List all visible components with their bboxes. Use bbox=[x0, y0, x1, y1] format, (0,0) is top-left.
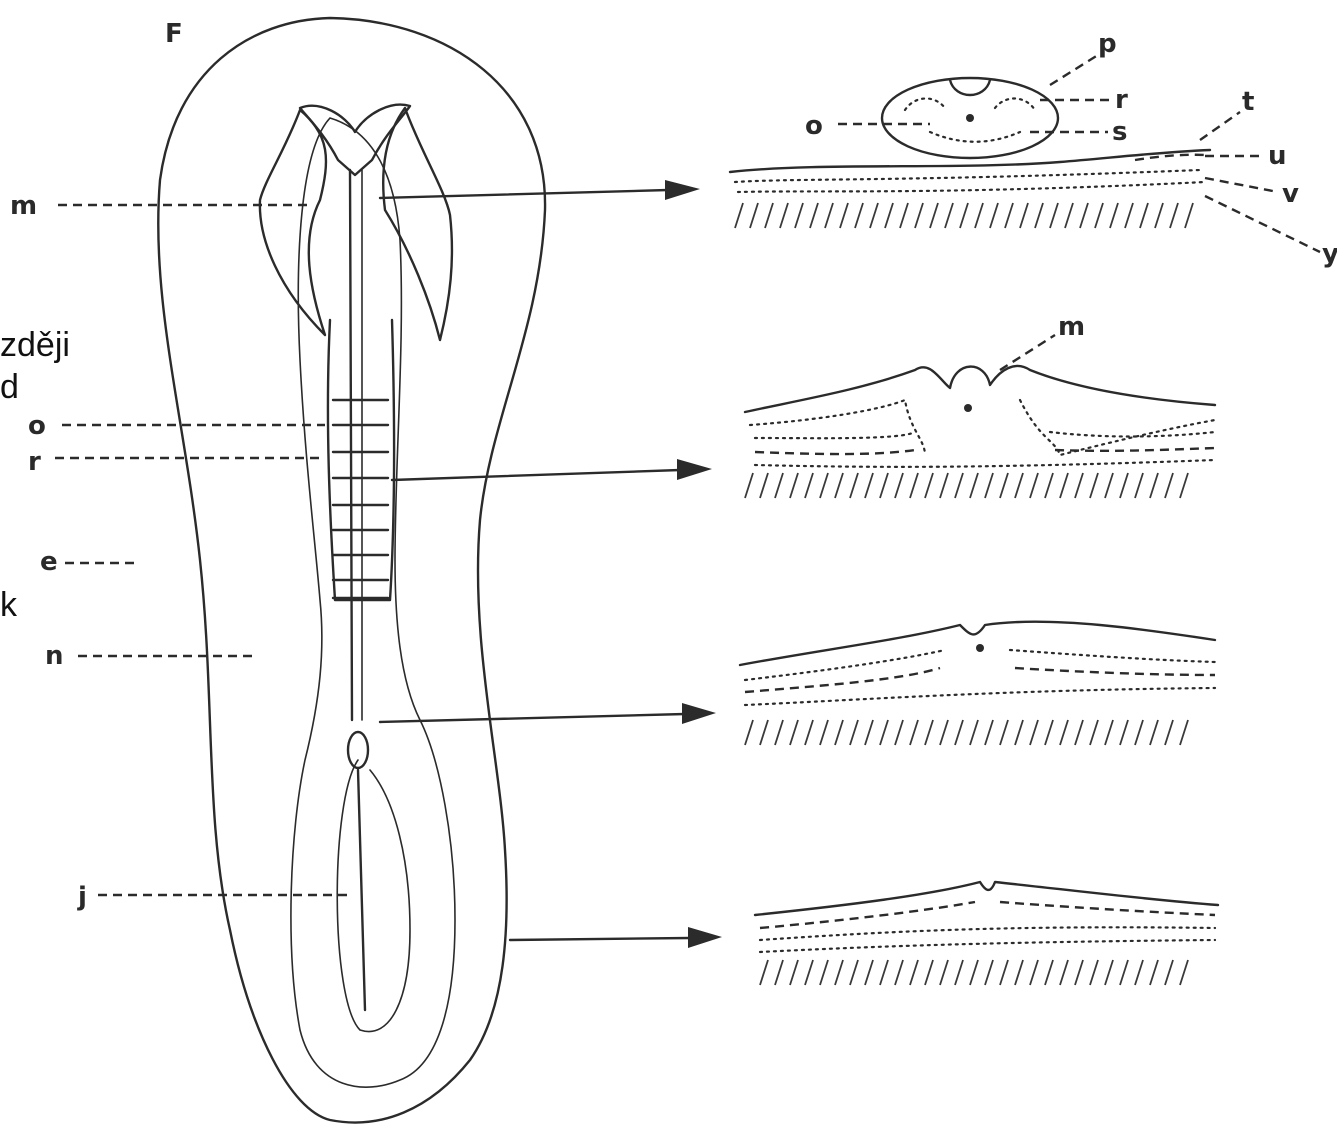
label-t: t bbox=[1242, 87, 1254, 117]
label-o-section: o bbox=[805, 111, 823, 141]
somites bbox=[328, 320, 394, 600]
label-e: e bbox=[40, 547, 58, 577]
label-n: n bbox=[45, 641, 64, 671]
neural-tube bbox=[350, 170, 352, 720]
primitive-node bbox=[348, 732, 368, 768]
arrow-section-1 bbox=[380, 180, 700, 200]
cross-section-2: m bbox=[745, 312, 1215, 498]
label-s: s bbox=[1112, 117, 1127, 147]
label-y: y bbox=[1322, 239, 1337, 269]
head-fold-right bbox=[383, 108, 452, 340]
label-j: j bbox=[77, 882, 87, 912]
cross-section-4 bbox=[755, 882, 1218, 985]
figure-letter: F bbox=[165, 19, 183, 49]
label-m: m bbox=[10, 191, 37, 221]
label-r: r bbox=[28, 447, 41, 477]
label-o: o bbox=[28, 411, 46, 441]
area-pellucida-lower bbox=[337, 760, 410, 1032]
label-m-section: m bbox=[1058, 312, 1085, 342]
arrow-section-4 bbox=[510, 927, 722, 948]
label-u: u bbox=[1268, 141, 1287, 171]
arrow-section-3 bbox=[380, 703, 716, 724]
cross-section-3 bbox=[740, 622, 1215, 745]
label-r-section: r bbox=[1115, 85, 1128, 115]
primitive-streak bbox=[358, 770, 365, 1010]
embryo-inner-outline bbox=[291, 118, 455, 1087]
label-v: v bbox=[1282, 179, 1299, 209]
label-p: p bbox=[1098, 29, 1117, 59]
arrow-section-2 bbox=[392, 459, 712, 480]
cross-section-1: p r o s t u v y bbox=[730, 29, 1337, 269]
